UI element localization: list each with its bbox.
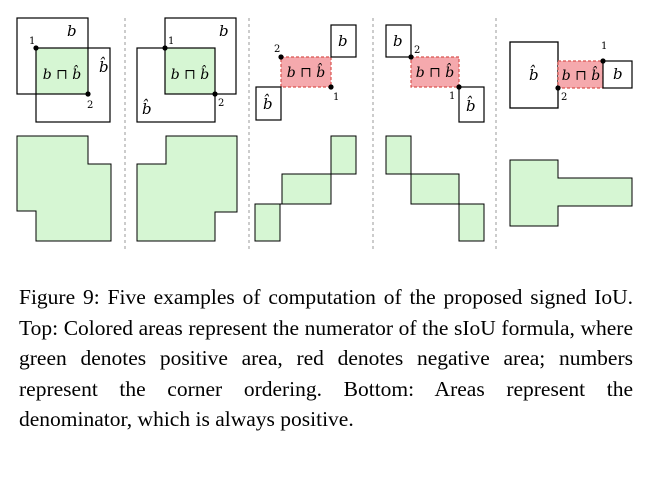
box-b: [164, 17, 237, 95]
corner-dot-1: [328, 84, 334, 90]
corner-dot-2: [555, 85, 561, 91]
box-b-hat: [35, 47, 111, 123]
box-b-hat: [509, 41, 559, 109]
intersection-area: [165, 48, 215, 94]
corner-label-1: 1: [601, 41, 607, 52]
label-b-hat: b̂: [466, 96, 476, 115]
corner-label-2: 2: [274, 44, 280, 55]
corner-label-2: 2: [561, 92, 567, 103]
corner-label-2: 2: [87, 100, 93, 111]
corner-dot-1: [33, 45, 39, 51]
corner-label-2: 2: [218, 98, 224, 109]
corner-dot-2: [408, 54, 414, 60]
box-b-hat: [255, 86, 282, 121]
negative-area: [410, 56, 460, 88]
corner-dot-2: [85, 91, 91, 97]
label-intersection: b ⊓ b̂: [416, 62, 455, 81]
caption-text: Five examples of computation of the prop…: [19, 285, 634, 431]
box-b: [16, 17, 89, 95]
panel-5-union-area: [509, 159, 633, 227]
corner-dot-1: [456, 84, 462, 90]
label-b: b: [67, 22, 77, 40]
corner-label-1: 1: [29, 36, 35, 47]
label-b: b: [613, 65, 623, 83]
corner-label-1: 1: [449, 91, 455, 102]
figure-caption: Figure 9: Five examples of computation o…: [19, 282, 633, 435]
corner-dot-1: [162, 45, 168, 51]
intersection-area: [36, 48, 88, 94]
negative-area: [280, 56, 332, 88]
panel-1-top: 1 2 b b̂ b ⊓ b̂: [16, 17, 111, 123]
box-b: [385, 24, 412, 58]
label-b-hat: b̂: [99, 57, 109, 76]
label-b: b: [393, 32, 403, 50]
column-separators: [124, 18, 497, 250]
label-intersection: b ⊓ b̂: [43, 64, 82, 83]
corner-label-2: 2: [414, 45, 420, 56]
panel-2-union-area: [136, 135, 238, 242]
label-b-hat: b̂: [142, 99, 152, 118]
label-intersection: b ⊓ b̂: [287, 62, 326, 81]
negative-area: [557, 60, 604, 89]
label-b-hat: b̂: [263, 94, 273, 113]
corner-label-1: 1: [168, 36, 174, 47]
siou-figure: 1 2 b b̂ b ⊓ b̂ 1 2 b b̂ b ⊓ b̂ 2 1 b b̂…: [16, 17, 633, 250]
panel-3-top: 2 1 b b̂ b ⊓ b̂: [255, 24, 357, 121]
panel-3-union-area: [254, 135, 357, 242]
panel-4-top: 2 1 b b̂ b ⊓ b̂: [385, 24, 485, 123]
box-b: [602, 60, 633, 89]
box-b: [330, 24, 357, 58]
label-b: b: [219, 22, 229, 40]
panel-4-union-area: [385, 135, 485, 242]
corner-label-1: 1: [333, 92, 339, 103]
panel-1-union-area: [16, 135, 112, 242]
label-intersection: b ⊓ b̂: [171, 64, 210, 83]
panel-2-top: 1 2 b b̂ b ⊓ b̂: [136, 17, 237, 123]
box-b-hat: [458, 86, 485, 123]
label-b: b: [338, 32, 348, 50]
caption-label: Figure 9:: [19, 285, 100, 309]
panel-5-top: 1 2 b̂ b b ⊓ b̂: [509, 41, 633, 109]
box-b-hat: [136, 47, 216, 123]
bottom-row: [16, 135, 633, 242]
label-intersection: b ⊓ b̂: [562, 65, 601, 84]
corner-dot-1: [600, 58, 606, 64]
corner-dot-2: [278, 54, 284, 60]
corner-dot-2: [212, 91, 218, 97]
label-b-hat: b̂: [529, 65, 539, 84]
